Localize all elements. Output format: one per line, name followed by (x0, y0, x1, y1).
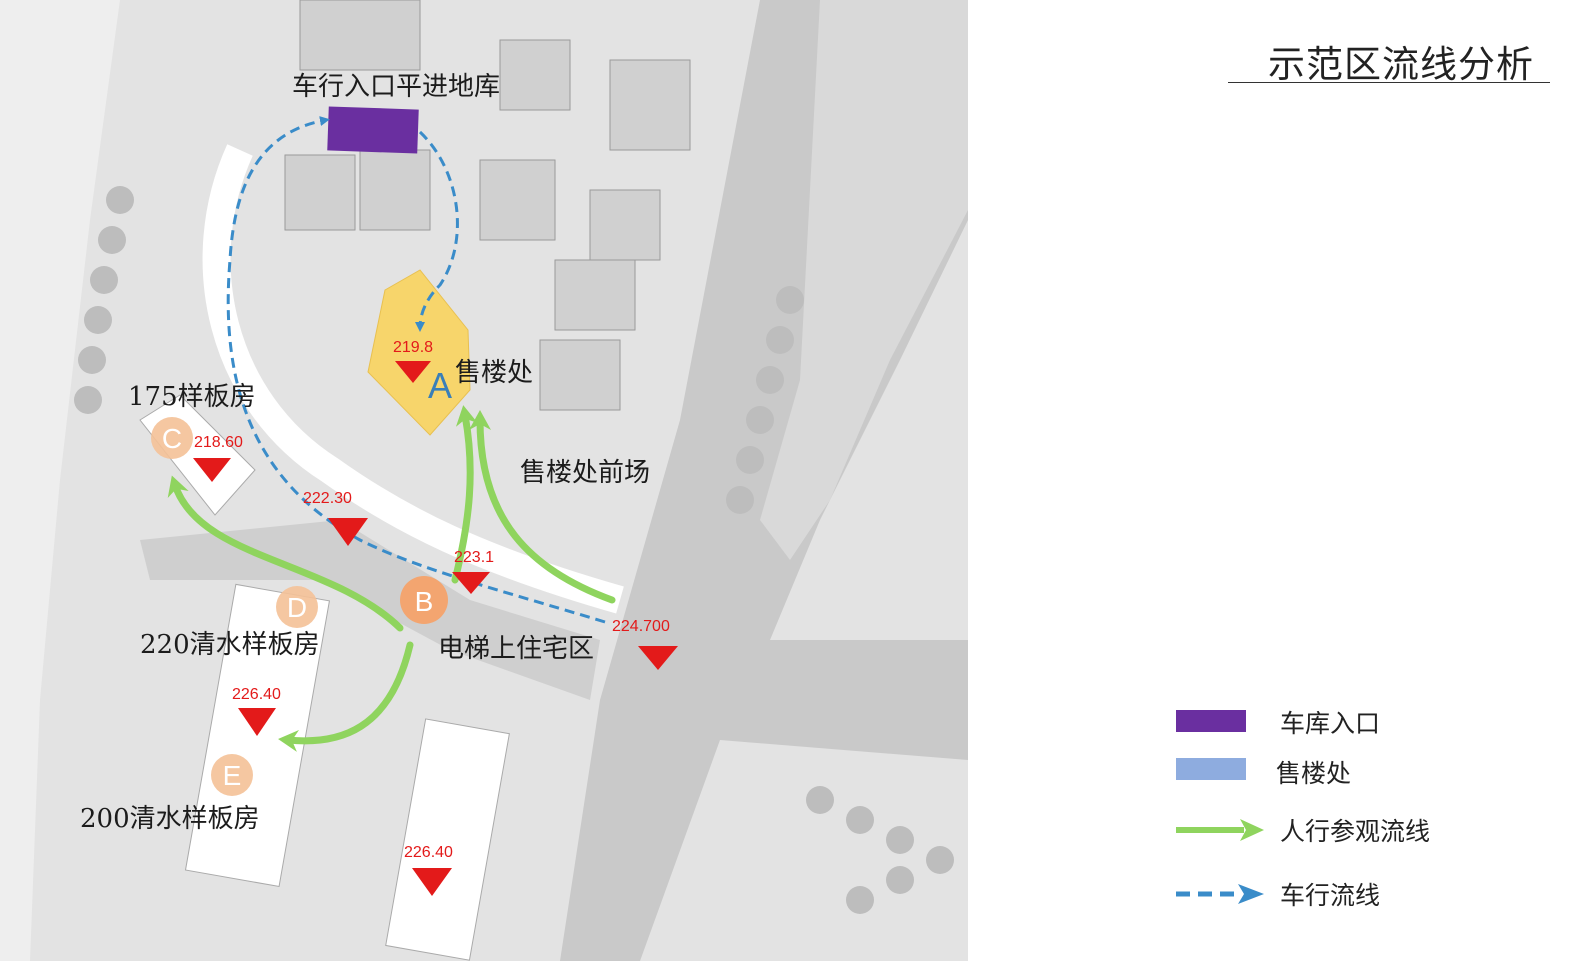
elevation-text-6: 226.40 (232, 686, 281, 703)
marker-e-circle (211, 754, 253, 796)
elevation-marker-e (238, 708, 276, 736)
elevation-text-3: 222.30 (303, 490, 352, 507)
elevation-text-1: 219.8 (393, 339, 433, 356)
sales-plaza-label: 售楼处前场 (520, 458, 651, 488)
garage-entry-block (327, 106, 419, 154)
legend-vehicle-arrow (1176, 884, 1264, 904)
vehicle-flow-sales (415, 130, 459, 332)
sales-office-zone (367, 269, 471, 436)
elevation-text-7: 226.40 (404, 844, 453, 861)
marker-d-letter: D (287, 592, 307, 623)
elevation-text-2: 218.60 (194, 434, 243, 451)
model-200-label: 200清水样板房 (80, 804, 260, 834)
garage-entry-label: 车行入口平进地库 (292, 72, 501, 102)
site-plan-map: 219.8 218.60 222.30 223.1 224.700 226.40… (0, 0, 968, 961)
elevation-marker-road (638, 646, 678, 670)
elevation-markers (193, 361, 678, 896)
legend-sales-swatch (1176, 758, 1246, 780)
marker-a-letter: A (428, 365, 452, 406)
elevation-marker-south (412, 868, 452, 896)
legend-pedestrian-arrow (1176, 819, 1264, 841)
legend-pedestrian-label: 人行参观流线 (1280, 817, 1431, 846)
page-title: 示范区流线分析 (1268, 43, 1534, 86)
marker-c-letter: C (162, 423, 182, 454)
elevation-text-5: 224.700 (612, 618, 670, 635)
model-220-label: 220清水样板房 (140, 630, 320, 660)
elevator-label: 电梯上住宅区 (438, 634, 595, 664)
pedestrian-flow-sales (451, 405, 478, 584)
elevation-marker-plaza (328, 518, 368, 546)
elevation-marker-a (395, 361, 431, 383)
inner-road (202, 144, 624, 614)
residential-blocks (139, 394, 510, 961)
legend-vehicle-label: 车行流线 (1280, 881, 1381, 910)
outer-land (0, 0, 120, 961)
marker-b-circle (400, 576, 448, 624)
plaza-pavement (140, 520, 600, 700)
sales-office-label: 售楼处 (455, 358, 534, 388)
elevation-marker-c (193, 458, 231, 482)
road-verge (760, 0, 968, 560)
elevation-marker-b (452, 572, 490, 594)
pedestrian-flow-200 (278, 641, 414, 752)
marker-circles (151, 417, 448, 796)
building-blocks (284, 0, 691, 411)
marker-c-circle (151, 417, 193, 459)
title-underline (1228, 82, 1550, 83)
legend-garage-swatch (1176, 710, 1246, 732)
elevation-text-4: 223.1 (454, 549, 494, 566)
legend-sales-label: 售楼处 (1276, 759, 1352, 788)
pedestrian-flow-plaza (469, 410, 616, 604)
marker-d-circle (276, 586, 318, 628)
model-175-label: 175样板房 (128, 382, 256, 412)
pedestrian-flow-175 (167, 475, 404, 632)
tree-belt (74, 186, 954, 914)
marker-b-letter: B (415, 586, 434, 617)
legend-garage-label: 车库入口 (1280, 709, 1381, 738)
marker-e-letter: E (223, 760, 242, 791)
